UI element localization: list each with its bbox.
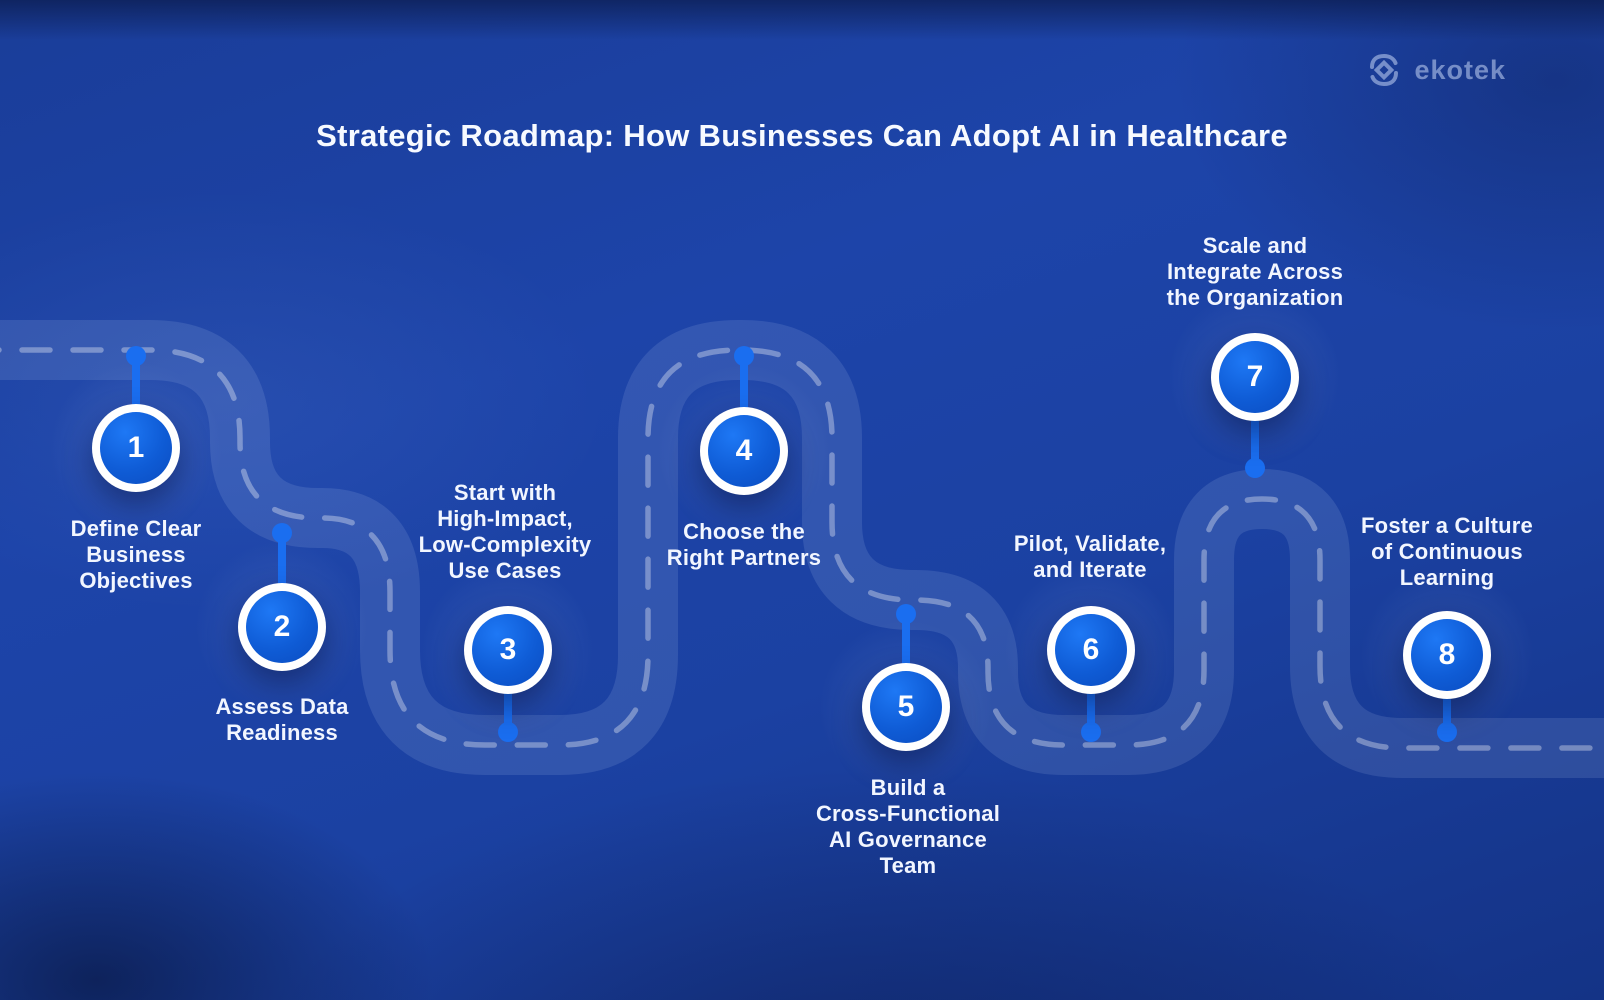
road-center-line — [0, 347, 1604, 751]
ekotek-logo-icon — [1370, 53, 1399, 87]
brand-name: ekotek — [1414, 54, 1506, 85]
road-band — [0, 320, 1604, 778]
brand-logo: ekotek — [1364, 50, 1506, 90]
page-title: Strategic Roadmap: How Businesses Can Ad… — [316, 118, 1288, 153]
